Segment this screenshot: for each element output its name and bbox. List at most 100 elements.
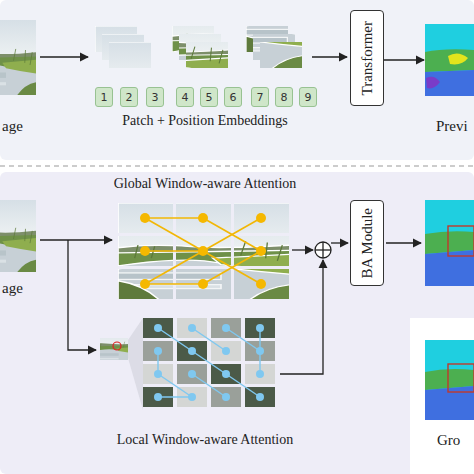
input-image-node: age (0, 200, 36, 272)
global-attention-links-part (203, 251, 261, 284)
token-box: 9 (299, 87, 317, 107)
global-window-grid-part (124, 209, 291, 300)
patch-stack-part (137, 8, 264, 87)
image-caption: age (2, 118, 23, 135)
section-label: Patch + Position Embeddings (105, 113, 305, 129)
section-title: Local Window-aware Attention (105, 432, 305, 448)
flow-arrow (384, 59, 424, 60)
global-window-grid-part (118, 206, 285, 297)
patch-stack-part (60, 34, 187, 113)
local-attention-dots-part (154, 370, 162, 378)
token-number: 4 (182, 91, 189, 104)
global-attention-dots (140, 213, 266, 289)
local-window-grid-part (177, 341, 207, 361)
token-number: 3 (152, 91, 159, 104)
local-window-grid-part (143, 318, 173, 338)
local-attention-dots-part (188, 347, 196, 355)
local-attention-links-part (259, 351, 260, 374)
input-image-part (0, 20, 36, 95)
global-attention-links (145, 218, 261, 284)
image-caption: age (2, 280, 23, 297)
global-attention-dots-part (256, 279, 266, 289)
bottom-panel (0, 172, 474, 474)
global-attention-links-part (145, 250, 203, 252)
input-image (0, 200, 36, 272)
token-box: 7 (251, 87, 269, 107)
local-attention-links-part (226, 374, 260, 397)
local-window-grid-part (245, 341, 275, 361)
sum-symbol-part (315, 242, 331, 258)
small-image-part-part (91, 328, 138, 365)
local-attention-dots-part (256, 324, 264, 332)
patch-stack-part (102, 16, 229, 95)
ground-truth-node: Gro (425, 340, 474, 420)
global-window-grid-part-part (118, 206, 285, 297)
segmentation-output (425, 200, 474, 286)
global-window-grid-part (124, 206, 291, 297)
global-attention-links-part (203, 251, 261, 284)
global-attention-links-part (145, 283, 203, 285)
global-attention-dots-part (198, 279, 208, 289)
token-box: 2 (120, 87, 138, 107)
token-number: 9 (305, 91, 312, 104)
global-attention-dots-part (198, 213, 208, 223)
ground-truth-image-part (448, 364, 474, 392)
local-attention-dots-part (222, 393, 230, 401)
token-number: 2 (126, 91, 133, 104)
global-attention-dots-part (140, 279, 150, 289)
local-attention-dots-part (222, 324, 230, 332)
local-attention-dots-part (188, 324, 196, 332)
global-attention-links-part (203, 218, 261, 251)
global-attention-links-part (145, 217, 203, 219)
ground-truth-image-part (425, 369, 474, 390)
patch-stack-part-part (25, 42, 152, 121)
global-window-grid-part (121, 206, 288, 297)
patch-stack-part (25, 42, 152, 121)
global-window-grid-part (121, 203, 288, 294)
global-window-grid-part-part (118, 203, 285, 294)
local-attention-dots-part (256, 393, 264, 401)
segmentation-output-part (425, 49, 474, 72)
ba-module-box: BA Module (350, 200, 384, 286)
local-window-grid-part (143, 387, 173, 407)
local-attention-dots-part (256, 370, 264, 378)
global-window-grid-part-part (124, 203, 291, 294)
top-panel (0, 0, 474, 160)
token-box: 8 (275, 87, 293, 107)
global-attention-dots-part (140, 246, 150, 256)
token-number: 7 (257, 91, 264, 104)
local-attention-links-part (158, 328, 192, 351)
output-image-node: Previ (425, 24, 474, 96)
global-attention-dots-part (198, 246, 208, 256)
input-image-node: age (0, 20, 36, 95)
image-caption: Previ (436, 118, 468, 135)
box-label: Transformer (359, 21, 376, 95)
transformer-box: Transformer (350, 10, 384, 106)
flow-arrow (331, 242, 348, 243)
local-attention-dots-part (154, 324, 162, 332)
local-window-grid-part (143, 364, 173, 384)
local-window-grid-part (177, 387, 207, 407)
local-window-grid-part (245, 364, 275, 384)
local-attention-links (158, 328, 260, 397)
global-attention-links-part (145, 218, 203, 251)
patch-stack-part-part (137, 8, 264, 87)
box-label: BA Module (359, 208, 376, 278)
small-image-part (113, 342, 121, 350)
global-window-grid-part-part (124, 206, 291, 297)
flow-arrow (68, 240, 96, 350)
segmentation-output (425, 24, 474, 96)
ground-truth-image-part (425, 386, 474, 420)
local-attention-dots-part (154, 393, 162, 401)
token-box: 5 (200, 87, 218, 107)
segmentation-output-part (425, 70, 474, 96)
input-image (0, 20, 36, 95)
segmentation-output-part (448, 226, 474, 256)
sum-symbol (315, 242, 331, 258)
token-box: 4 (176, 87, 194, 107)
local-attention-links-part (158, 396, 192, 397)
patch-stack-part-part (211, 0, 338, 61)
local-window-grid-part (211, 341, 241, 361)
global-window-grid-part-part (121, 209, 288, 300)
